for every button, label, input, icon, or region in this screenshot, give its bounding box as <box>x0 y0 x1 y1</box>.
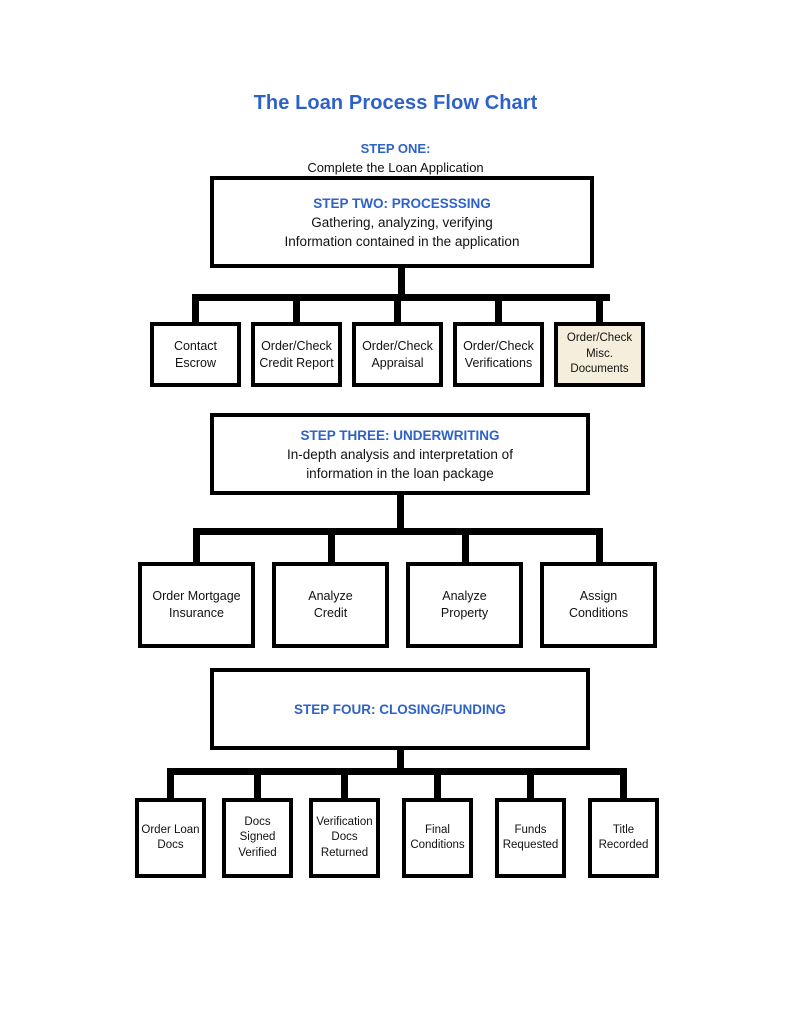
task-line-2: Requested <box>502 839 559 851</box>
task-line-1: Assign <box>579 589 618 603</box>
task-line-2: Verifications <box>464 355 533 370</box>
task-box-contact-escrow[interactable]: Contact Escrow <box>150 322 241 387</box>
step-two-box[interactable]: STEP TWO: PROCESSSING Gathering, analyzi… <box>210 176 594 268</box>
task-line-3: Documents <box>570 363 629 376</box>
task-box-final-conditions[interactable]: Final Conditions <box>402 798 473 878</box>
task-line-2: Signed <box>239 831 276 844</box>
task-box-docs-signed-verified[interactable]: Docs Signed Verified <box>222 798 293 878</box>
task-line-2: Credit <box>313 606 348 620</box>
connector-step-three-drop-3 <box>462 528 469 562</box>
task-line-3: Verified <box>238 846 277 859</box>
step-three-line-2: information in the loan package <box>306 465 494 481</box>
task-line-3: Returned <box>320 846 369 859</box>
step-two-line-1: Gathering, analyzing, verifying <box>311 214 493 230</box>
task-line-2: Misc. <box>586 347 613 360</box>
connector-step-two-stem <box>398 268 405 298</box>
connector-step-four-drop-3 <box>341 768 348 798</box>
step-one-subtitle: Complete the Loan Application <box>307 160 484 175</box>
task-line-1: Order Mortgage <box>152 589 241 603</box>
task-line-2: Escrow <box>175 355 216 370</box>
connector-step-two-drop-3 <box>394 294 401 322</box>
connector-step-two-drop-4 <box>495 294 502 322</box>
task-line-1: Order/Check <box>463 338 534 353</box>
task-line-1: Order/Check <box>261 338 332 353</box>
step-one-block: STEP ONE: Complete the Loan Application <box>0 140 791 176</box>
task-line-1: Analyze <box>442 589 487 603</box>
step-four-heading: STEP FOUR: CLOSING/FUNDING <box>293 701 506 717</box>
connector-step-two-drop-1 <box>192 294 199 322</box>
connector-step-two-drop-2 <box>293 294 300 322</box>
task-box-order-mortgage-insurance[interactable]: Order Mortgage Insurance <box>138 562 255 648</box>
task-line-1: Funds <box>514 823 547 836</box>
step-one-heading: STEP ONE: <box>360 141 431 156</box>
task-line-2: Property <box>440 606 489 620</box>
task-line-1: Contact <box>173 338 218 353</box>
task-line-2: Conditions <box>568 606 629 620</box>
step-four-box[interactable]: STEP FOUR: CLOSING/FUNDING <box>210 668 590 750</box>
task-box-title-recorded[interactable]: Title Recorded <box>588 798 659 878</box>
task-box-analyze-credit[interactable]: Analyze Credit <box>272 562 389 648</box>
connector-step-three-bus <box>193 528 603 535</box>
step-two-heading: STEP TWO: PROCESSSING <box>313 195 491 211</box>
connector-step-two-bus <box>192 294 610 301</box>
task-box-funds-requested[interactable]: Funds Requested <box>495 798 566 878</box>
step-two-line-2: Information contained in the application <box>284 233 520 249</box>
task-line-2: Recorded <box>598 839 649 851</box>
connector-step-three-drop-1 <box>193 528 200 562</box>
task-box-appraisal[interactable]: Order/Check Appraisal <box>352 322 443 387</box>
connector-step-four-bus <box>167 768 627 775</box>
connector-step-three-stem <box>397 495 404 530</box>
task-line-1: Order/Check <box>362 338 433 353</box>
task-line-1: Final <box>425 823 450 836</box>
task-line-2: Docs <box>157 839 184 851</box>
connector-step-four-drop-1 <box>167 768 174 798</box>
task-line-1: Title <box>612 823 635 836</box>
connector-step-three-drop-2 <box>328 528 335 562</box>
connector-step-four-drop-5 <box>527 768 534 798</box>
task-line-2: Docs <box>331 831 358 844</box>
task-line-1: Verification <box>316 815 373 828</box>
task-line-1: Order/Check <box>566 332 633 345</box>
task-line-2: Insurance <box>169 606 224 620</box>
connector-step-two-drop-5 <box>596 294 603 322</box>
task-box-misc-documents[interactable]: Order/Check Misc. Documents <box>554 322 645 387</box>
task-box-credit-report[interactable]: Order/Check Credit Report <box>251 322 342 387</box>
task-line-1: Docs <box>244 815 271 828</box>
connector-step-four-drop-4 <box>434 768 441 798</box>
connector-step-four-drop-6 <box>620 768 627 798</box>
step-three-line-1: In-depth analysis and interpretation of <box>287 446 513 462</box>
step-three-heading: STEP THREE: UNDERWRITING <box>300 427 500 443</box>
connector-step-four-stem <box>397 750 404 772</box>
page-title: The Loan Process Flow Chart <box>253 92 538 114</box>
task-line-2: Credit Report <box>259 355 334 370</box>
task-box-assign-conditions[interactable]: Assign Conditions <box>540 562 657 648</box>
task-line-1: Analyze <box>308 589 353 603</box>
task-box-order-loan-docs[interactable]: Order Loan Docs <box>135 798 206 878</box>
connector-step-three-drop-4 <box>596 528 603 562</box>
step-three-box[interactable]: STEP THREE: UNDERWRITING In-depth analys… <box>210 413 590 495</box>
task-line-2: Conditions <box>410 839 465 851</box>
task-line-2: Appraisal <box>371 355 424 370</box>
task-box-analyze-property[interactable]: Analyze Property <box>406 562 523 648</box>
task-line-1: Order Loan <box>141 823 200 836</box>
task-box-verifications[interactable]: Order/Check Verifications <box>453 322 544 387</box>
connector-step-four-drop-2 <box>254 768 261 798</box>
task-box-verification-docs-returned[interactable]: Verification Docs Returned <box>309 798 380 878</box>
